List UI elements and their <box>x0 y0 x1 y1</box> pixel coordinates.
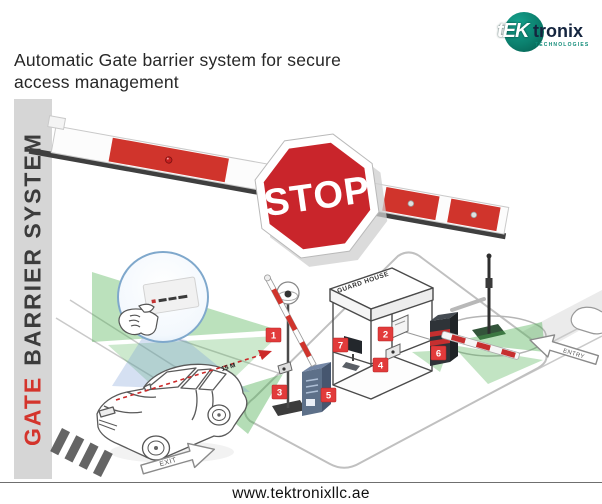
footer: www.tektronixllc.ae <box>0 482 602 503</box>
distance-label: 15 M <box>221 362 237 373</box>
exit-arrow: EXIT <box>140 442 216 475</box>
exit-barrier-arm-raised <box>264 274 317 368</box>
monitor-icon <box>344 336 362 354</box>
logo-circle-icon <box>504 12 544 52</box>
stop-sign: STOP <box>254 133 388 267</box>
headlight-icon <box>98 406 116 418</box>
page-title: Automatic Gate barrier system for secure… <box>14 50 341 92</box>
guard-house-equipment <box>342 314 409 371</box>
marker-7: 7 <box>332 337 349 353</box>
svg-text:1: 1 <box>271 331 277 342</box>
logo-tagline: TECHNOLOGIES <box>535 42 590 48</box>
marker-6: 6 <box>430 345 447 361</box>
svg-text:4: 4 <box>378 361 384 372</box>
access-card-icon <box>142 276 200 315</box>
entry-barrier-arm-lowered <box>441 331 520 360</box>
marker-4: 4 <box>372 357 389 373</box>
camera-mast <box>437 253 547 357</box>
wheels <box>141 404 231 461</box>
crosswalk <box>50 428 113 478</box>
logo: tEK tronix TECHNOLOGIES <box>492 8 600 58</box>
camera-pole <box>272 281 306 416</box>
svg-text:5: 5 <box>326 391 332 402</box>
marker-5: 5 <box>320 387 337 403</box>
numbered-markers: 1 2 3 4 5 6 7 <box>265 326 447 403</box>
svg-text:3: 3 <box>277 388 282 399</box>
logo-name: tronix <box>533 21 584 41</box>
website-url[interactable]: www.tektronixllc.ae <box>232 485 370 502</box>
svg-text:7: 7 <box>338 341 343 352</box>
logo-mark: tEK <box>497 20 529 42</box>
entering-car-outline <box>570 306 602 335</box>
distance-arrow: 15 M <box>115 350 272 401</box>
svg-text:6: 6 <box>436 349 441 360</box>
side-banner: GATEBARRIER SYSTEM <box>14 99 52 479</box>
marker-1: 1 <box>265 327 282 343</box>
marker-2: 2 <box>377 326 394 342</box>
svg-text:2: 2 <box>383 330 388 341</box>
access-card-callout <box>117 251 209 343</box>
hand-icon <box>118 303 159 336</box>
exit-arrow-label: EXIT <box>159 457 178 469</box>
marker-3: 3 <box>271 384 288 400</box>
